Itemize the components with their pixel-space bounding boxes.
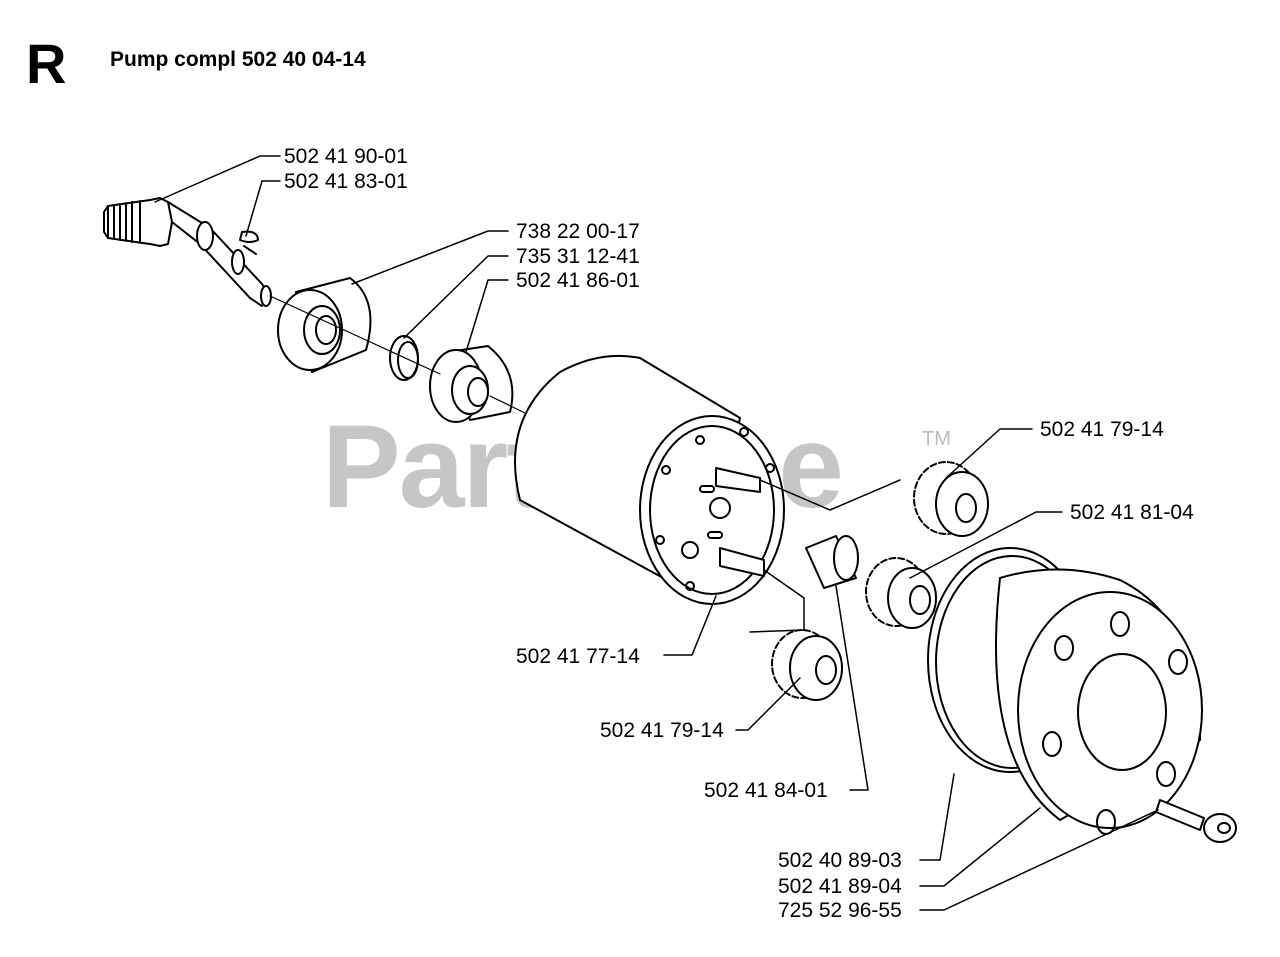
- upper-gear-part[interactable]: [913, 461, 989, 537]
- bushing-part[interactable]: [805, 535, 859, 589]
- diagram-title: Pump compl 502 40 04-14: [110, 48, 366, 71]
- lower-gear-part[interactable]: [771, 629, 843, 701]
- part-label-502-41-86-01[interactable]: 502 41 86-01: [516, 269, 640, 292]
- part-label-725-52-96-55[interactable]: 725 52 96-55: [778, 899, 902, 922]
- part-label-502-41-84-01[interactable]: 502 41 84-01: [704, 779, 828, 802]
- pump-cover-part[interactable]: [995, 568, 1203, 835]
- part-label-738-22-00-17[interactable]: 738 22 00-17: [516, 220, 640, 243]
- pump-housing-part[interactable]: [514, 354, 785, 605]
- part-label-502-40-89-03[interactable]: 502 40 89-03: [778, 849, 902, 872]
- part-label-502-41-77-14[interactable]: 502 41 77-14: [516, 645, 640, 668]
- part-label-502-41-79-14-upper[interactable]: 502 41 79-14: [1040, 418, 1164, 441]
- part-label-502-41-81-04[interactable]: 502 41 81-04: [1070, 501, 1194, 524]
- part-label-502-41-90-01[interactable]: 502 41 90-01: [284, 145, 408, 168]
- drive-shaft-part[interactable]: [103, 197, 272, 307]
- middle-gear-part[interactable]: [865, 557, 937, 629]
- part-label-502-41-89-04[interactable]: 502 41 89-04: [778, 875, 902, 898]
- cap-screw-part[interactable]: [1155, 799, 1237, 843]
- small-bearing-part[interactable]: [429, 345, 514, 423]
- part-label-735-31-12-41[interactable]: 735 31 12-41: [516, 245, 640, 268]
- part-label-502-41-83-01[interactable]: 502 41 83-01: [284, 170, 408, 193]
- trademark-mark: TM: [922, 428, 951, 450]
- large-bearing-part[interactable]: [277, 277, 372, 373]
- leader-lines: [154, 155, 1159, 911]
- section-letter: R: [26, 32, 67, 95]
- woodruff-key-part[interactable]: [239, 230, 259, 243]
- part-label-502-41-79-14-lower[interactable]: 502 41 79-14: [600, 719, 724, 742]
